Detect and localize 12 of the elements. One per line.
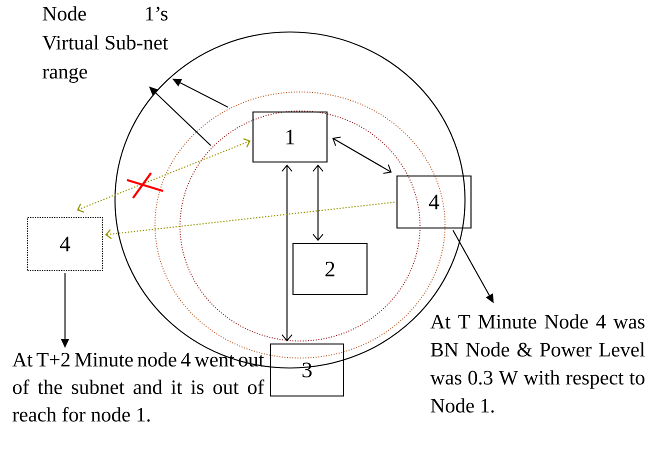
arrow — [105, 202, 395, 240]
arrow — [312, 164, 324, 241]
node-box: 4 — [396, 175, 472, 229]
node-box: 1 — [252, 111, 328, 163]
event-note: At T Minute Node 4 was BN Node & Power Level was 0.3 W with respect to Node 1. — [430, 314, 645, 413]
arrow — [332, 136, 392, 174]
range-annotation: Node 1’s Virtual Sub-net range — [42, 6, 168, 83]
arrow — [76, 138, 251, 213]
node-box: 2 — [292, 242, 368, 296]
arrow — [282, 164, 292, 342]
range-ring — [180, 110, 420, 342]
node-box: 4 — [26, 216, 104, 272]
